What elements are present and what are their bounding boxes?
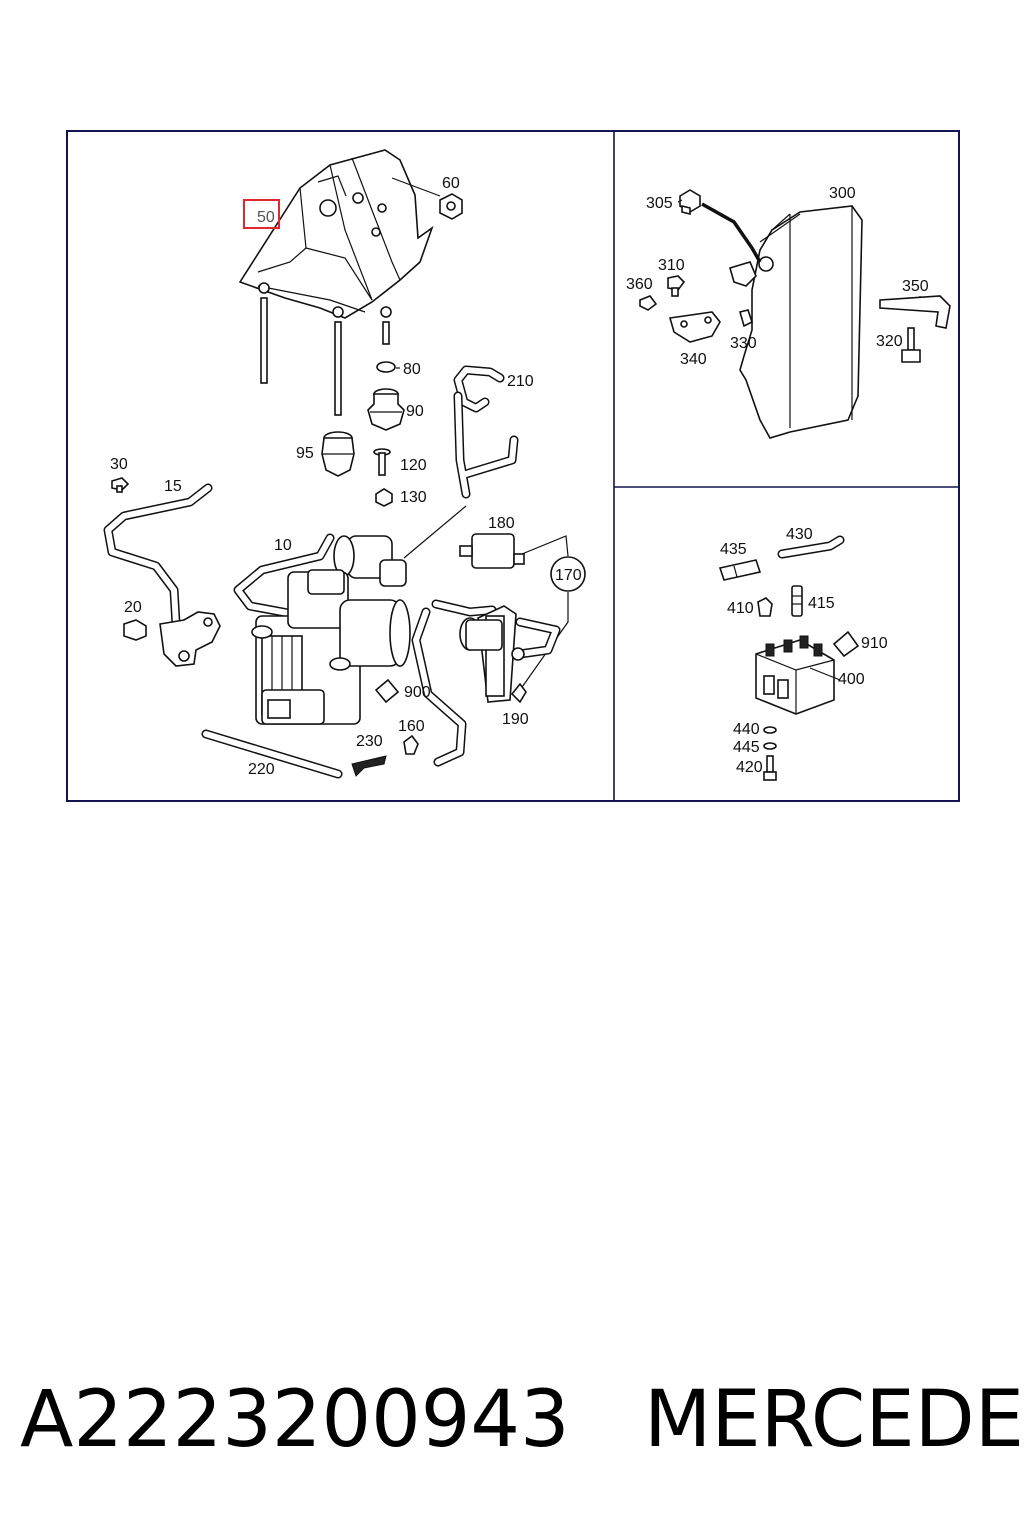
hose-430-illustration [777,535,845,559]
part-label-430: 430 [786,526,813,543]
part-label-910: 910 [861,635,888,652]
part-label-15: 15 [164,478,182,495]
part-label-410: 410 [727,600,754,617]
part-label-50: 50 [257,209,275,226]
compressor-10-illustration [233,533,411,725]
nut-130-illustration [375,488,393,507]
fitting-305-illustration [679,189,762,263]
washer-360-illustration [639,295,658,311]
part-label-190: 190 [502,711,529,728]
tube-220-illustration [201,729,343,779]
bracket-340-illustration [668,311,721,343]
washer-445-illustration [763,742,777,750]
union-20-illustration [123,611,221,667]
bushing-90-illustration [367,388,405,431]
part-label-330: 330 [730,335,757,352]
pin-120-illustration [373,448,391,476]
part-label-80: 80 [403,361,421,378]
fitting-435-illustration [718,559,762,581]
part-label-230: 230 [356,733,383,750]
clip-160-illustration [403,734,419,755]
part-label-360: 360 [626,276,653,293]
nut-60-hole [446,201,456,211]
product-caption: A2223200943 MERCEDES [20,1370,1024,1470]
part-label-440: 440 [733,721,760,738]
bolt-310-illustration [667,275,686,297]
part-label-130: 130 [400,489,427,506]
bracket-350-illustration [879,295,951,329]
part-label-320: 320 [876,333,903,350]
part-label-400: 400 [838,671,865,688]
fitting-415-illustration [791,585,803,617]
reservoir-300-illustration [739,205,863,439]
part-label-90: 90 [406,403,424,420]
leader-170 [519,535,569,691]
part-label-10: 10 [274,537,292,554]
part-label-95: 95 [296,445,314,462]
part-label-60: 60 [442,175,460,192]
part-label-20: 20 [124,599,142,616]
part-label-310: 310 [658,257,685,274]
leader-lines [396,199,921,681]
fitting-410-illustration [757,597,773,617]
part-label-160: 160 [398,718,425,735]
part-label-220: 220 [248,761,275,778]
bolt-420-illustration [763,755,777,781]
brand-name: MERCEDES [644,1375,1024,1465]
part-label-305: 305 [646,195,673,212]
label-900-illustration [374,678,400,704]
caption-spacer [570,1375,644,1465]
valve-block-400-illustration [755,635,835,715]
part-label-300: 300 [829,185,856,202]
leader-60 [391,177,441,197]
part-label-340: 340 [680,351,707,368]
part-label-210: 210 [507,373,534,390]
line-210-illustration [453,365,519,499]
dryer-190-illustration [411,599,561,767]
part-label-420: 420 [736,759,763,776]
bushing-95-illustration [321,431,355,477]
leader-210 [403,505,467,559]
label-910-illustration [832,630,860,658]
clip-230-illustration [351,755,387,777]
part-label-415: 415 [808,595,835,612]
part-label-445: 445 [733,739,760,756]
part-label-900: 900 [404,684,431,701]
part-number: A2223200943 [20,1375,570,1465]
part-label-180: 180 [488,515,515,532]
filter-180-illustration [459,533,525,569]
washer-80-illustration [376,361,396,373]
part-label-170: 170 [555,567,582,584]
washer-440-illustration [763,726,777,734]
hose-15-illustration [103,483,213,629]
part-label-350: 350 [902,278,929,295]
bracket-illustration [238,149,434,416]
clamp-330-illustration [729,261,757,328]
part-label-30: 30 [110,456,128,473]
part-label-120: 120 [400,457,427,474]
highlight-box-50 [243,199,280,229]
screw-30-illustration [111,477,130,493]
callout-170-circle [550,556,586,592]
part-label-435: 435 [720,541,747,558]
diagram-frame [66,130,960,802]
bolt-320-illustration [901,327,921,363]
